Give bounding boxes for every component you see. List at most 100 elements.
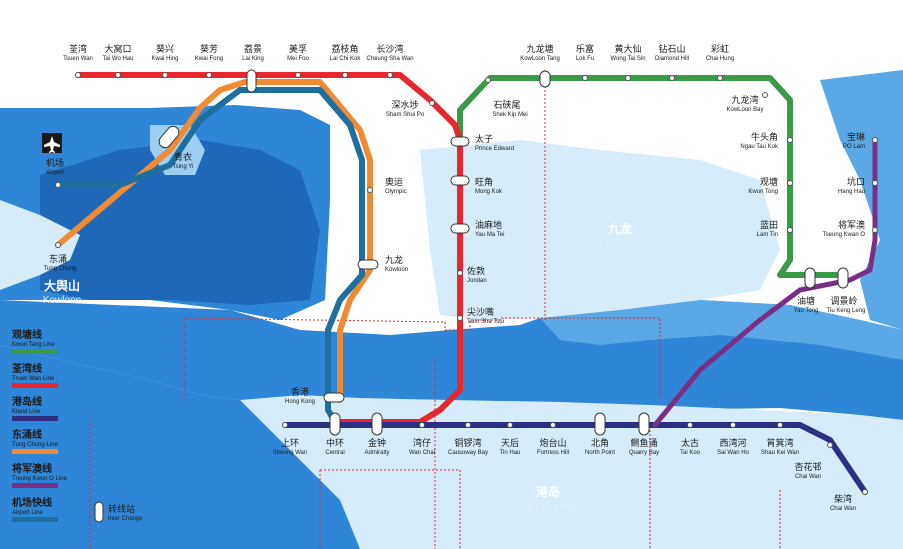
sea-west-dark — [40, 140, 320, 305]
lantau-area-en-label: Kowloon — [43, 295, 81, 306]
station-marker[interactable] — [342, 72, 348, 78]
legend-island-label: 港岛线 — [12, 395, 42, 408]
station-label: 宝琳 — [847, 131, 865, 143]
station-label: 西湾河 — [719, 437, 746, 449]
station-marker[interactable] — [872, 137, 878, 143]
interchange-prince-edward[interactable] — [450, 136, 470, 147]
interchange-hong-kong[interactable] — [323, 392, 345, 403]
station-marker[interactable] — [429, 100, 435, 106]
station-marker[interactable] — [367, 187, 373, 193]
station-label: Fortress Hill — [537, 450, 569, 456]
station-label: Sheung Wan — [273, 450, 307, 456]
legend-kwun-tong-label: 观塘线 — [12, 328, 42, 341]
interchange-kowloon-tong[interactable] — [539, 70, 551, 88]
kowloon-land — [420, 140, 780, 320]
station-label: 中环 — [326, 437, 344, 449]
station-labels: 荃湾 Tsuen Wan 大窝口 Tai Wo Hau 葵兴 Kwai Hing… — [44, 43, 866, 512]
station-marker[interactable] — [457, 315, 463, 321]
station-label: Yau Tong — [794, 308, 819, 314]
station-marker[interactable] — [295, 72, 301, 78]
station-marker[interactable] — [115, 72, 121, 78]
legend-interchange-en: Inter Change — [108, 516, 143, 522]
interchange-tsing-yi[interactable] — [157, 124, 182, 150]
station-marker[interactable] — [507, 422, 513, 428]
station-marker[interactable] — [206, 72, 212, 78]
station-label: 美孚 — [289, 43, 307, 55]
station-marker[interactable] — [582, 75, 588, 81]
station-marker[interactable] — [550, 422, 556, 428]
station-label: Kowloon — [385, 267, 408, 273]
station-label: Yau Ma Tei — [475, 232, 504, 238]
station-marker[interactable] — [75, 72, 81, 78]
station-marker[interactable] — [55, 242, 61, 248]
station-label: 荔枝角 — [331, 43, 358, 55]
legend-tsuen-wan-swatch — [12, 383, 58, 388]
station-label: Shek Kip Mei — [492, 112, 527, 118]
station-label: 彩虹 — [711, 44, 729, 55]
interchange-mong-kok[interactable] — [450, 175, 470, 186]
station-marker[interactable] — [730, 422, 736, 428]
station-label: 石硖尾 — [493, 99, 520, 111]
station-label: 太古 — [681, 437, 699, 449]
station-label: Tiu Keng Leng — [827, 308, 866, 314]
interchange-north-point[interactable] — [594, 412, 606, 436]
lantau-land — [0, 200, 80, 290]
legend-tseung-kwan-o-swatch — [12, 483, 58, 488]
hk-island-area-label: 港岛 — [536, 484, 560, 499]
interchange-central[interactable] — [329, 412, 341, 436]
station-label: 大窝口 — [104, 43, 131, 55]
station-label: Shau Kei Wan — [761, 450, 799, 456]
station-marker[interactable] — [669, 75, 675, 81]
interchange-yau-tong[interactable] — [804, 267, 816, 289]
station-marker[interactable] — [787, 137, 793, 143]
station-marker[interactable] — [625, 75, 631, 81]
station-marker[interactable] — [717, 75, 723, 81]
station-marker[interactable] — [787, 180, 793, 186]
station-marker[interactable] — [162, 72, 168, 78]
legend-interchange-label: 转线站 — [108, 503, 135, 515]
station-label: Sai Wan Ho — [717, 450, 749, 456]
station-marker[interactable] — [872, 180, 878, 186]
station-label: 柴湾 — [834, 493, 852, 505]
station-label: Cheung Sha Wan — [366, 56, 413, 62]
station-marker[interactable] — [419, 422, 425, 428]
interchange-tiu-keng-leng[interactable] — [837, 267, 849, 289]
station-label: 调景岭 — [830, 295, 857, 307]
airport-plane-icon — [42, 133, 62, 153]
station-label: 旺角 — [475, 176, 493, 188]
station-marker[interactable] — [465, 422, 471, 428]
station-label: 东涌 — [49, 253, 67, 265]
station-label: 天后 — [501, 438, 519, 449]
station-label: 九龙湾 — [731, 94, 758, 106]
interchange-admiralty[interactable] — [371, 412, 383, 436]
station-marker[interactable] — [387, 72, 393, 78]
station-label: 上环 — [281, 438, 299, 449]
interchange-lai-king[interactable] — [246, 69, 257, 93]
station-label: North Point — [585, 450, 615, 456]
station-marker[interactable] — [777, 422, 783, 428]
station-marker[interactable] — [827, 442, 833, 448]
station-label: Kwai Hing — [151, 56, 178, 62]
station-label: Prince Edward — [475, 146, 514, 152]
station-label: 蓝田 — [760, 219, 778, 231]
interchange-yau-ma-tei[interactable] — [450, 223, 470, 234]
legend-island-en: Kland Line — [12, 409, 41, 415]
station-label: Tseung Kwan O — [823, 232, 866, 238]
hk-island-area-en-label: Hong Kong Island — [508, 502, 588, 513]
station-marker[interactable] — [687, 422, 693, 428]
station-marker[interactable] — [457, 270, 463, 276]
station-marker[interactable] — [282, 422, 288, 428]
legend-tung-chung-label: 东涌线 — [12, 428, 42, 441]
interchange-quarry-bay[interactable] — [638, 412, 650, 436]
station-label: 佐敦 — [467, 265, 485, 277]
interchange-kowloon[interactable] — [357, 259, 379, 270]
legend-island-swatch — [12, 416, 58, 421]
station-marker[interactable] — [485, 77, 491, 83]
station-label: Tai Koo — [680, 450, 701, 456]
station-marker[interactable] — [872, 227, 878, 233]
station-marker[interactable] — [862, 489, 868, 495]
station-marker[interactable] — [787, 227, 793, 233]
station-marker[interactable] — [762, 92, 768, 98]
station-label: Causoway Bay — [448, 450, 488, 456]
station-marker[interactable] — [55, 182, 61, 188]
